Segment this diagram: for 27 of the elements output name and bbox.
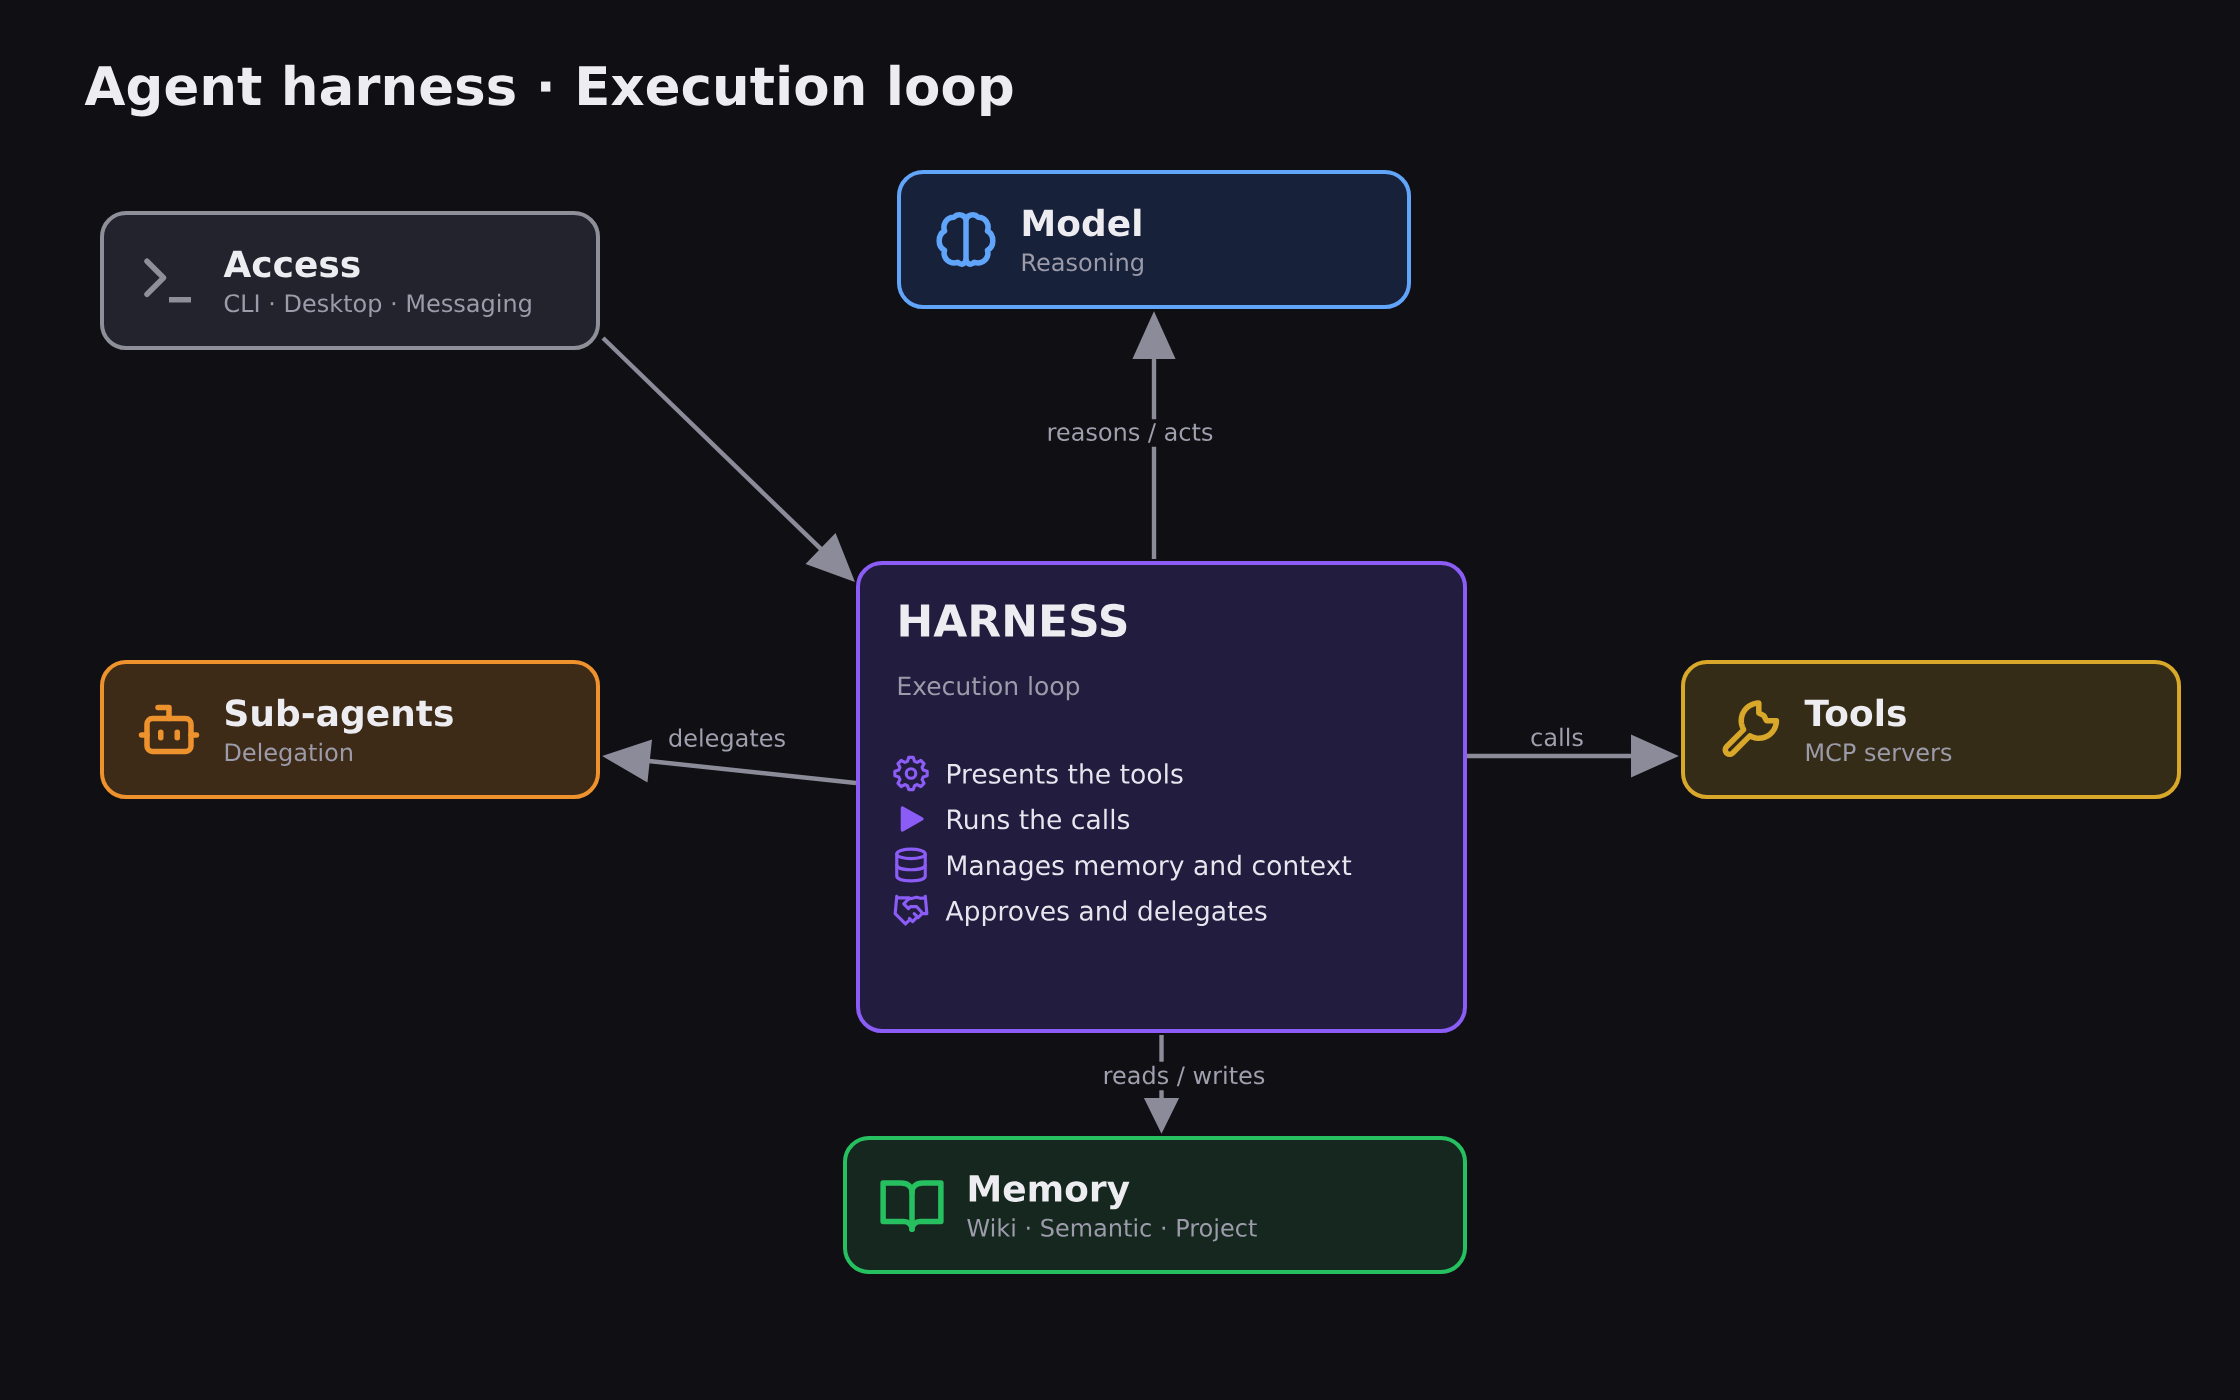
box-subtitle: CLI · Desktop · Messaging	[224, 293, 531, 317]
component-box	[843, 1136, 1467, 1274]
list-item: Approves and delegates	[945, 900, 1267, 926]
box-subtitle: Reasoning	[1022, 252, 1143, 276]
component-box	[856, 561, 1467, 1033]
box-subtitle: MCP servers	[1806, 743, 1952, 762]
title: Agent harness · Execution loop	[84, 64, 1013, 117]
box-subtitle: Wiki · Semantic · Project	[967, 1218, 1257, 1242]
box-subtitle: Delegation	[225, 742, 352, 766]
box-title: Tools	[1804, 698, 1906, 727]
edge-label: delegates	[664, 724, 791, 756]
list-item: Runs the calls	[948, 808, 1130, 830]
edge-label: reads / writes	[1098, 1061, 1270, 1091]
list-item: Manages memory and context	[948, 854, 1352, 881]
box-title: Model	[1023, 208, 1141, 237]
component-box	[897, 170, 1411, 309]
component-box	[100, 211, 600, 350]
box-subtitle: Execution loop	[898, 676, 1080, 701]
edge-label: calls	[1526, 723, 1588, 751]
component-box	[100, 660, 600, 799]
list-item: Presents the tools	[948, 763, 1183, 784]
edge-label: reasons / acts	[1042, 419, 1218, 447]
component-box	[1681, 660, 2181, 799]
box-title: Access	[223, 250, 360, 278]
box-title: HARNESS	[900, 603, 1127, 638]
box-title: Sub-agents	[225, 698, 453, 734]
box-title: Memory	[969, 1175, 1130, 1210]
